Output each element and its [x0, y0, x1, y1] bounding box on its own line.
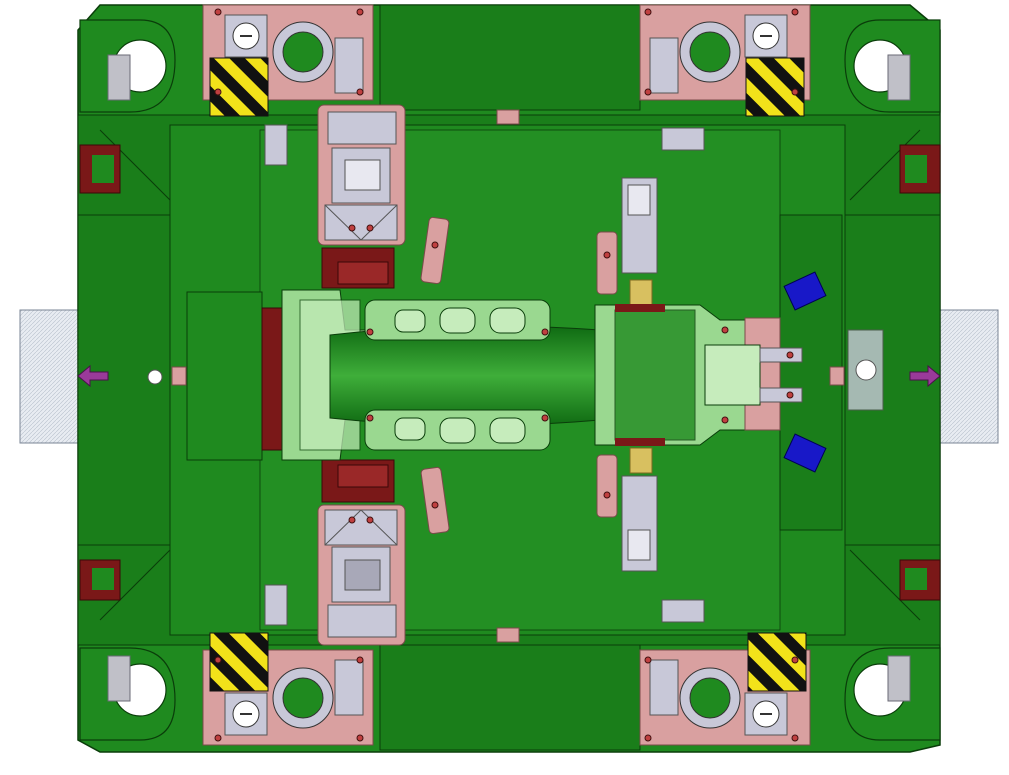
bolt-head [541, 414, 549, 422]
blue-blocks [783, 271, 827, 473]
cavity-insert-right [594, 304, 803, 446]
bolt-head [644, 734, 652, 742]
corner-block-top-right [639, 4, 811, 117]
runner-part [329, 299, 601, 451]
corner-block-top-left [202, 4, 374, 117]
arrow-left-icon [77, 364, 109, 388]
bolt-heads [214, 8, 799, 742]
ejector-detail [147, 329, 884, 411]
bolt-head [348, 224, 356, 232]
bolt-head [431, 241, 439, 249]
lifting-hook-top-left [79, 19, 176, 113]
bolt-head [603, 491, 611, 499]
bolt-head [366, 328, 374, 336]
slide-assembly-right-bottom [615, 438, 665, 572]
bolt-head [214, 88, 222, 96]
bolt-head [214, 8, 222, 16]
bolt-head [791, 656, 799, 664]
bolt-head [356, 734, 364, 742]
bolt-head [356, 8, 364, 16]
side-lock-blocks [79, 144, 941, 601]
bolt-head [366, 224, 374, 232]
bolt-head [348, 516, 356, 524]
bolt-head [721, 416, 729, 424]
locator-tabs [171, 109, 845, 643]
lifting-hook-bottom-right [844, 647, 941, 741]
slide-assembly-bottom [317, 459, 406, 646]
bolt-head [791, 734, 799, 742]
corner-block-bottom-right [639, 632, 811, 746]
bolt-head [603, 251, 611, 259]
bolt-head [786, 391, 794, 399]
bolt-head [214, 734, 222, 742]
slide-assembly-right-top [615, 177, 665, 312]
bolt-head [644, 8, 652, 16]
bolt-head [791, 8, 799, 16]
bolt-head [431, 501, 439, 509]
bolt-head [721, 326, 729, 334]
slide-assembly-top [317, 104, 406, 289]
bolt-head [356, 656, 364, 664]
bolt-head [644, 88, 652, 96]
arrow-right-icon [909, 364, 941, 388]
lifting-hook-top-right [844, 19, 941, 113]
corner-block-bottom-left [202, 632, 374, 746]
bolt-head [366, 516, 374, 524]
bolt-head [786, 351, 794, 359]
bolt-head [214, 656, 222, 664]
lifting-hook-bottom-left [79, 647, 176, 741]
bolt-head [356, 88, 364, 96]
bolt-head [541, 328, 549, 336]
bolt-head [366, 414, 374, 422]
angle-pins [420, 216, 618, 535]
bolt-head [791, 88, 799, 96]
bolt-head [644, 656, 652, 664]
